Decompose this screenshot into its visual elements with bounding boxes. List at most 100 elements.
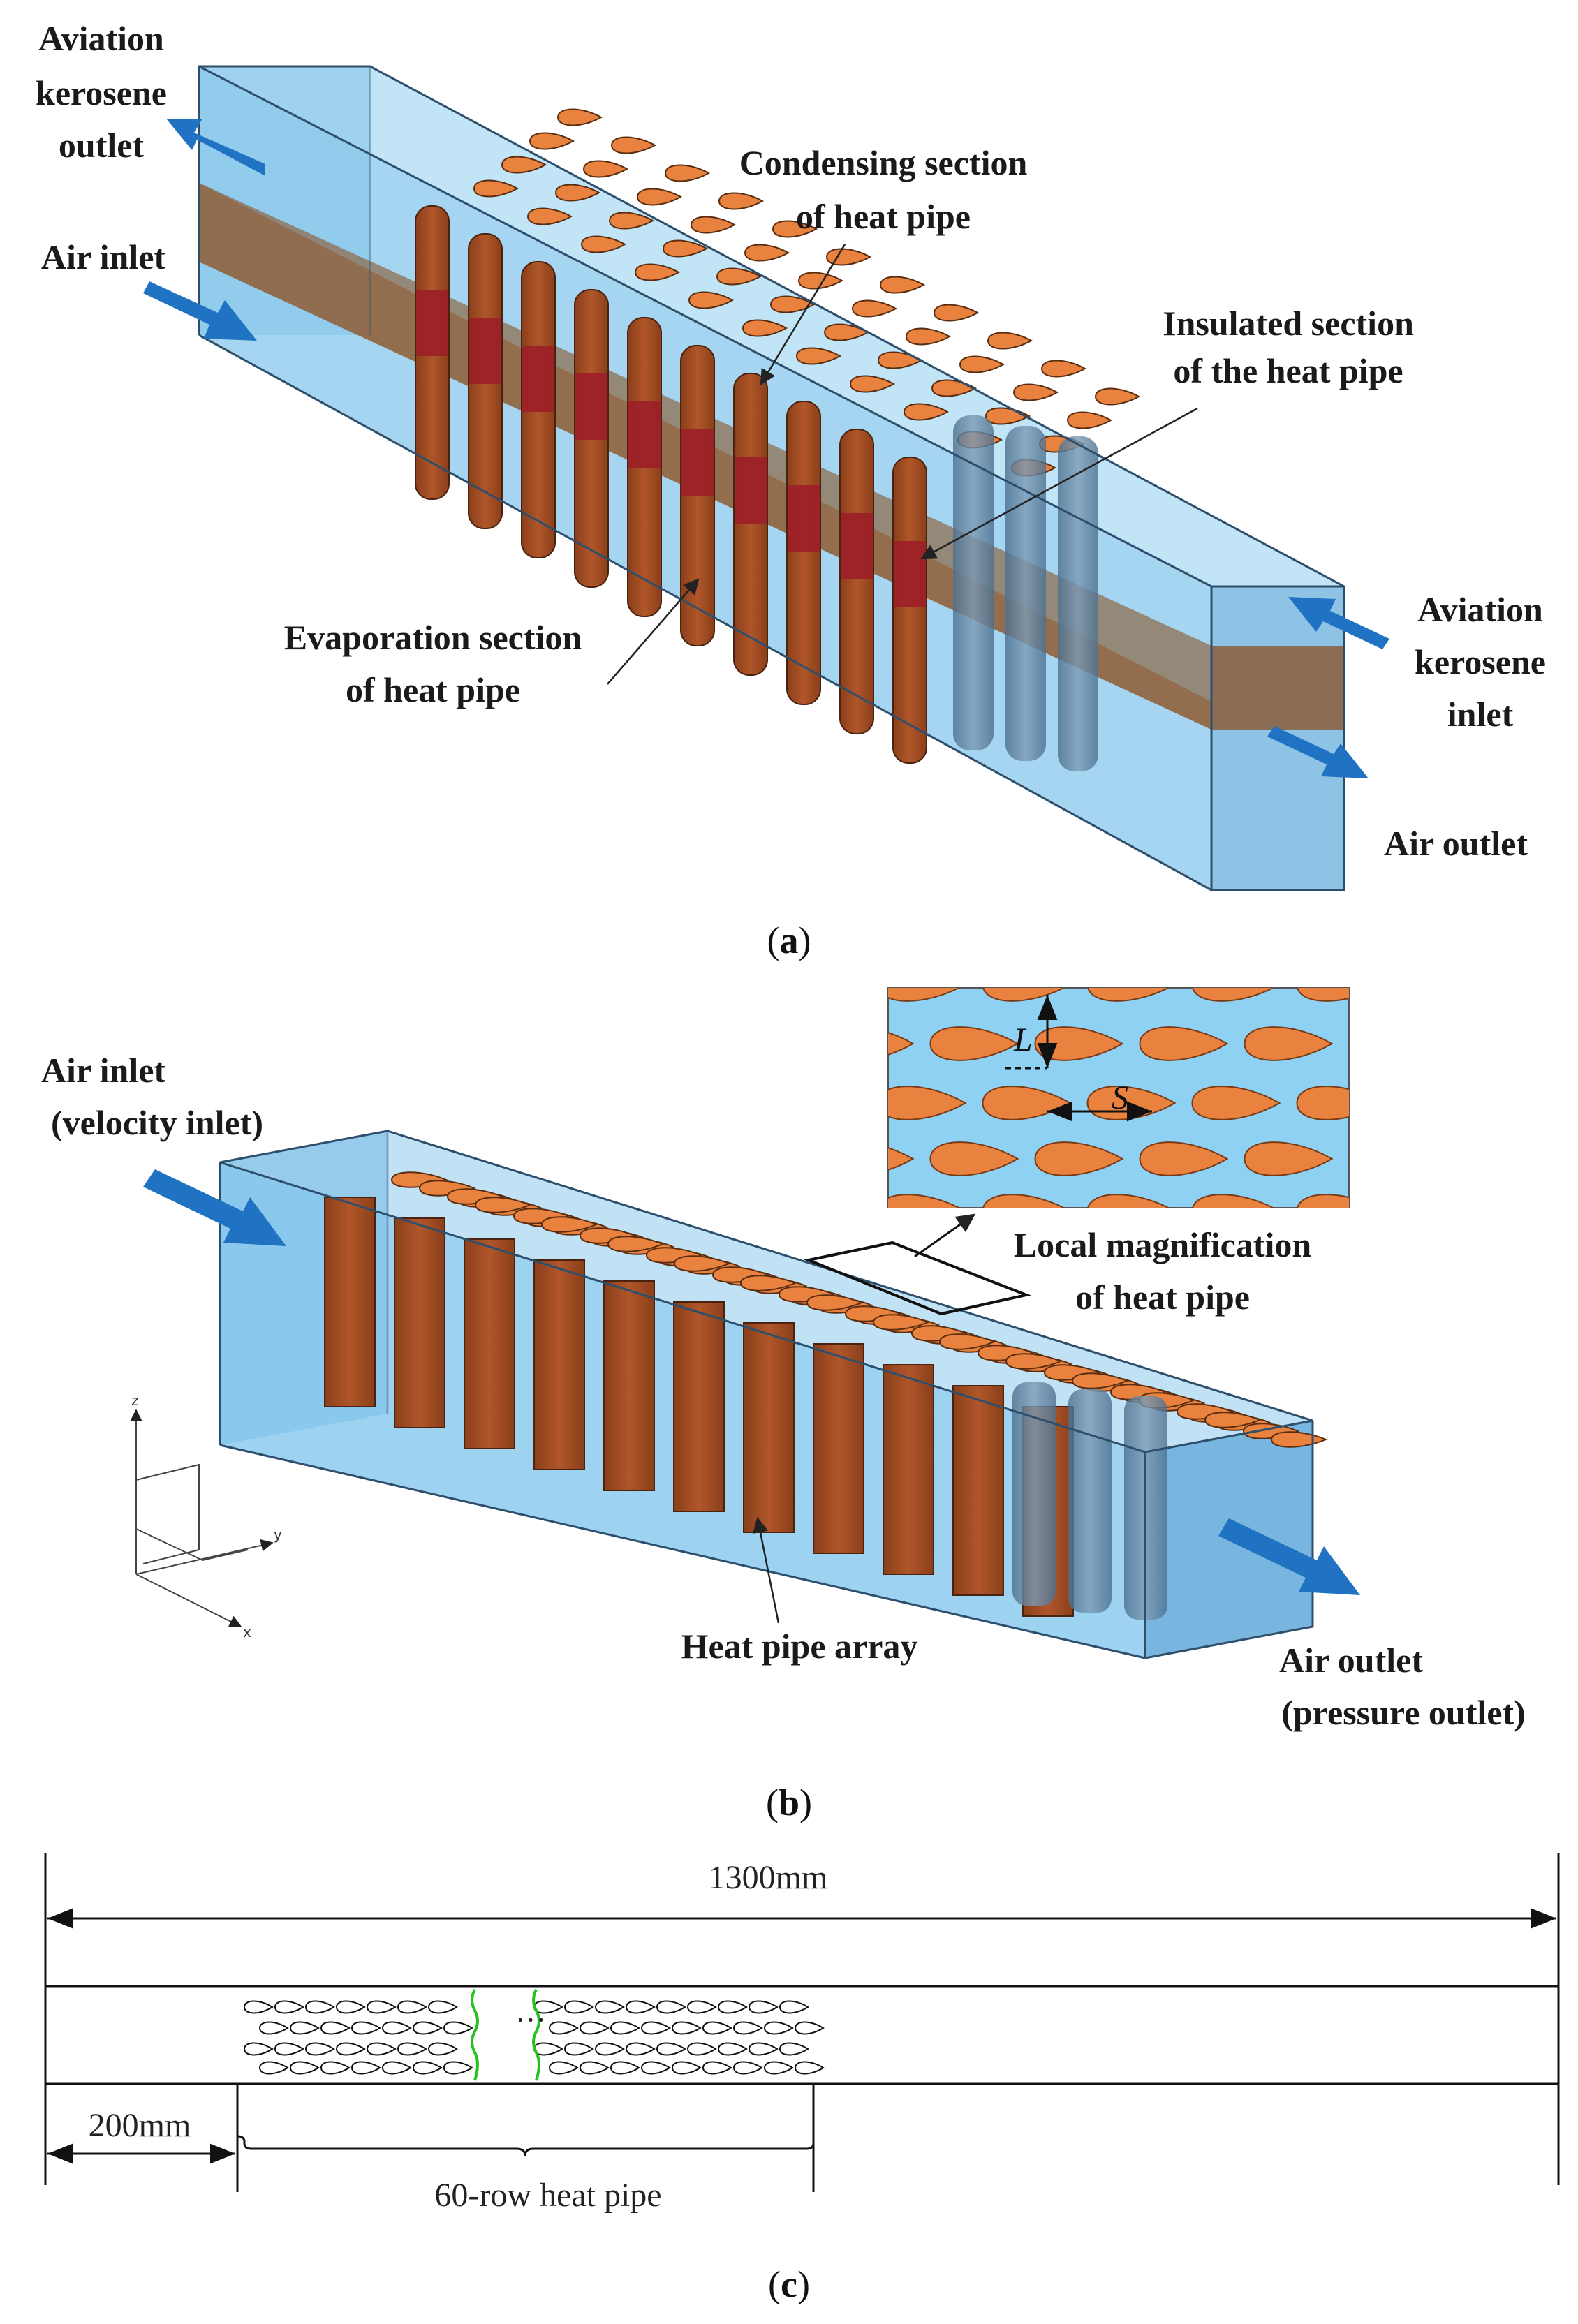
channel-teardrop xyxy=(366,2000,397,2014)
inset-teardrop xyxy=(1087,1194,1170,1208)
channel-teardrop xyxy=(671,2021,702,2035)
pipe-top-teardrop xyxy=(933,304,980,322)
heat-pipe-ghost xyxy=(1012,1382,1056,1606)
leader-heat-pipe-array xyxy=(752,1516,780,1624)
arrow-kerosene-inlet xyxy=(1288,597,1389,649)
pipe-top-teardrop xyxy=(1012,383,1059,401)
heat-pipe-ghost xyxy=(1058,436,1098,771)
pipe-top-teardrop xyxy=(501,156,547,174)
pipe-top-teardrop xyxy=(556,108,603,126)
insulated-segment xyxy=(575,373,607,440)
pipe-top-teardrop xyxy=(634,263,681,281)
pipe-top-teardrop xyxy=(526,207,573,225)
inset-teardrop xyxy=(888,1032,915,1056)
channel-teardrop xyxy=(443,2021,473,2035)
insulated-segment xyxy=(735,457,767,524)
inset-teardrop xyxy=(888,988,961,1002)
label-condensing-2: of heat pipe xyxy=(796,197,971,236)
pipe-top-teardrop xyxy=(938,1333,996,1350)
inset-teardrop xyxy=(1297,1194,1349,1208)
inset-dimensions xyxy=(1005,995,1152,1122)
pipe-top-teardrop xyxy=(739,1275,797,1291)
pipe-top-teardrop xyxy=(473,179,519,198)
channel-teardrop xyxy=(732,2061,763,2075)
pipe-top-teardrop xyxy=(744,244,790,262)
label-evaporation-1: Evaporation section xyxy=(284,618,582,657)
pipe-top-teardrop xyxy=(474,1197,532,1213)
inset-teardrop xyxy=(1297,988,1349,1002)
channel-teardrop xyxy=(320,2021,351,2035)
pipe-top-teardrop xyxy=(716,267,762,286)
channel-teardrop xyxy=(381,2061,412,2075)
pipe-top-teardrop xyxy=(529,132,575,150)
inset-label-L: L xyxy=(1013,1021,1033,1058)
inset-teardrop xyxy=(1139,1141,1229,1176)
inset-teardrop xyxy=(1191,1086,1281,1120)
heat-pipe-ghost xyxy=(1005,426,1046,761)
channel-teardrops xyxy=(243,1989,825,2081)
pipe-top-teardrop xyxy=(1094,387,1141,406)
channel-teardrop xyxy=(594,2000,625,2014)
inset-teardrop xyxy=(1244,1026,1334,1061)
channel-teardrop xyxy=(702,2021,732,2035)
axis-label-x: x xyxy=(243,1624,251,1641)
inset-teardrop xyxy=(774,1194,861,1228)
pipe-top-teardrop xyxy=(851,299,898,318)
label-air-inlet-a: Air inlet xyxy=(41,237,166,276)
channel-teardrop xyxy=(625,2000,656,2014)
channel-teardrop xyxy=(656,2042,686,2056)
break-line-left xyxy=(471,1989,479,2081)
channel-teardrop xyxy=(351,2021,381,2035)
channel-teardrop xyxy=(533,2042,563,2056)
flow-arrows-b xyxy=(143,1169,1360,1595)
heat-pipe xyxy=(786,401,821,705)
insulated-segment xyxy=(788,485,820,552)
channel-teardrop xyxy=(763,2021,794,2035)
pipe-top-teardrop xyxy=(688,291,735,309)
break-line-right xyxy=(532,1989,540,2081)
channel-teardrop xyxy=(579,2061,610,2075)
pipe-top-teardrop xyxy=(742,319,788,337)
pipe-top-teardrop xyxy=(987,332,1033,350)
label-heat-pipe-array: Heat pipe array xyxy=(681,1627,918,1666)
magnification-leader xyxy=(914,1213,976,1258)
label-air-inlet-b-2: (velocity inlet) xyxy=(51,1103,263,1142)
channel-teardrop xyxy=(397,2000,427,2014)
channel-teardrop xyxy=(381,2021,412,2035)
channel-teardrop xyxy=(563,2000,594,2014)
axis-label-z: z xyxy=(131,1392,139,1409)
heat-pipe xyxy=(952,1385,1004,1596)
dim-offset-length: 200mm xyxy=(89,2107,191,2144)
pipe-top-teardrop xyxy=(1040,360,1087,378)
label-air-outlet-a: Air outlet xyxy=(1384,824,1528,863)
pipe-top-teardrop xyxy=(582,160,629,178)
channel-teardrop xyxy=(794,2021,825,2035)
label-condensing-1: Condensing section xyxy=(739,143,1028,182)
pipe-top-teardrop xyxy=(872,1314,930,1331)
channel-teardrop xyxy=(717,2000,748,2014)
channel-teardrop xyxy=(258,2061,289,2075)
pipe-top-teardrop xyxy=(1270,1431,1328,1448)
channel-teardrop xyxy=(443,2061,473,2075)
heat-pipe xyxy=(394,1217,445,1428)
insulated-segment xyxy=(628,401,661,468)
pipe-top-teardrop xyxy=(905,327,952,346)
channel-teardrop xyxy=(243,2042,274,2056)
flow-arrows-a xyxy=(143,119,1389,778)
inset-teardrop xyxy=(1454,1027,1542,1060)
channel-teardrop xyxy=(289,2021,320,2035)
inset-teardrop xyxy=(774,1086,861,1120)
pipe-top-teardrop xyxy=(554,184,601,202)
pipe-top-teardrop xyxy=(607,1236,665,1252)
channel-teardrop xyxy=(702,2061,732,2075)
pipe-top-teardrop xyxy=(797,272,844,290)
insulated-segment xyxy=(894,541,926,607)
pipe-top-teardrop xyxy=(769,295,816,313)
channel-teardrop xyxy=(579,2021,610,2035)
pipe-top-teardrop xyxy=(673,1255,731,1272)
inset-teardrop xyxy=(982,988,1065,1002)
magnification-region xyxy=(804,1241,1031,1316)
caption-b: (b) xyxy=(766,1782,812,1823)
pipe-top-teardrop xyxy=(849,375,896,393)
channel-teardrop xyxy=(427,2000,458,2014)
